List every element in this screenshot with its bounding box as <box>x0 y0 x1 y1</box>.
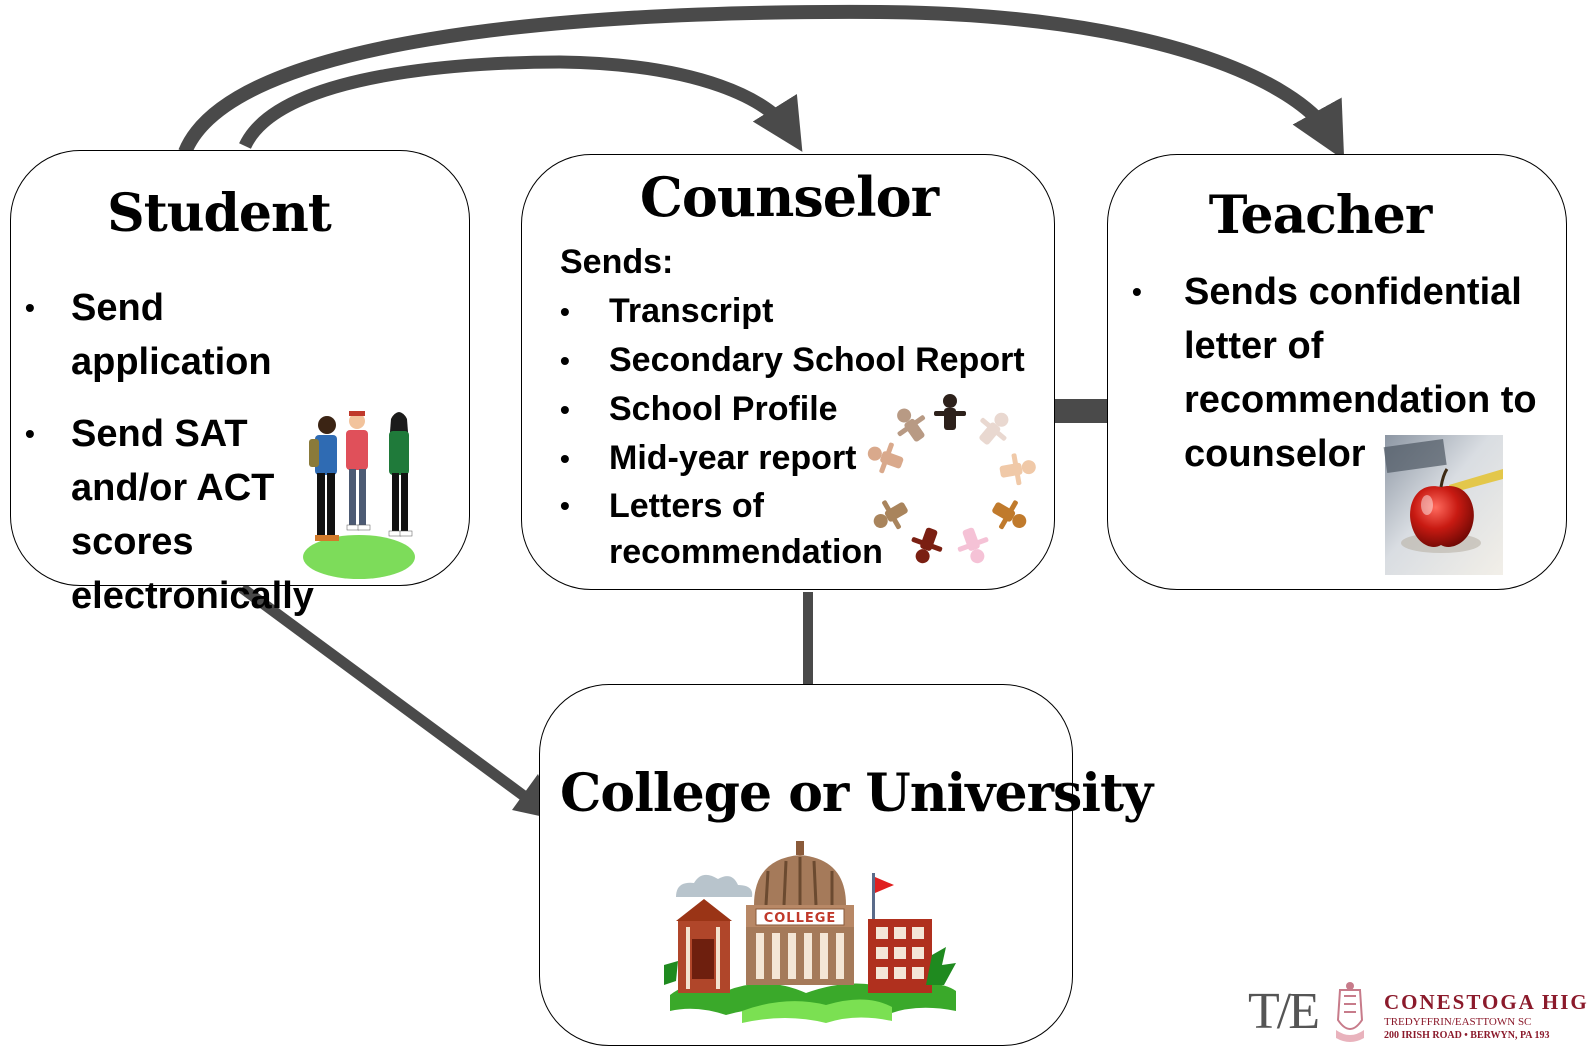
teacher-item-letter: Sends confidential letter of recommendat… <box>1132 265 1552 481</box>
college-title: College or University <box>560 763 1153 824</box>
student-list: Send application Send SAT and/or ACT sco… <box>25 281 345 623</box>
counselor-box: Counselor Sends: Transcript Secondary Sc… <box>521 154 1055 590</box>
apple-illustration <box>1383 435 1503 575</box>
logo-district: TREDYFFRIN/EASTTOWN SC <box>1384 1016 1532 1028</box>
counselor-item-school-profile: School Profile <box>560 385 1030 434</box>
student-title: Student <box>107 183 332 244</box>
college-building-illustration: COLLEGE <box>664 841 956 1023</box>
people-circle-illustration <box>867 394 1036 564</box>
logo-te-mark: T/E <box>1248 983 1320 1040</box>
counselor-list: Transcript Secondary School Report Schoo… <box>560 287 1030 575</box>
crest-icon <box>1336 982 1364 1042</box>
counselor-item-mid-year: Mid-year report <box>560 434 1030 483</box>
student-item-application: Send application <box>25 281 345 389</box>
counselor-item-secondary-report: Secondary School Report <box>560 336 1030 385</box>
counselor-sends-label: Sends: <box>560 243 674 281</box>
counselor-item-transcript: Transcript <box>560 287 1030 336</box>
teacher-title: Teacher <box>1208 185 1432 246</box>
logo-address: 200 IRISH ROAD • BERWYN, PA 193 <box>1384 1030 1550 1041</box>
students-illustration <box>303 411 415 579</box>
arrow-student-to-counselor <box>239 55 803 152</box>
teacher-list: Sends confidential letter of recommendat… <box>1132 265 1552 481</box>
student-box: Student Send application Send SAT and/or… <box>10 150 470 617</box>
student-item-scores: Send SAT and/or ACT scores electronicall… <box>25 407 345 623</box>
counselor-item-letters: Letters of recommendation <box>560 483 883 575</box>
school-logo: T/E CONESTOGA HIG TREDYFFRIN/EASTTOWN SC… <box>1248 978 1587 1046</box>
college-sign-text: COLLEGE <box>764 911 837 926</box>
counselor-title: Counselor <box>639 165 939 229</box>
college-box: College or University COLLEGE <box>539 684 1153 1046</box>
teacher-box: Teacher Sends confidential letter of rec… <box>1107 154 1567 590</box>
arrow-student-to-teacher <box>178 4 1345 161</box>
logo-school-name: CONESTOGA HIG <box>1384 990 1589 1014</box>
